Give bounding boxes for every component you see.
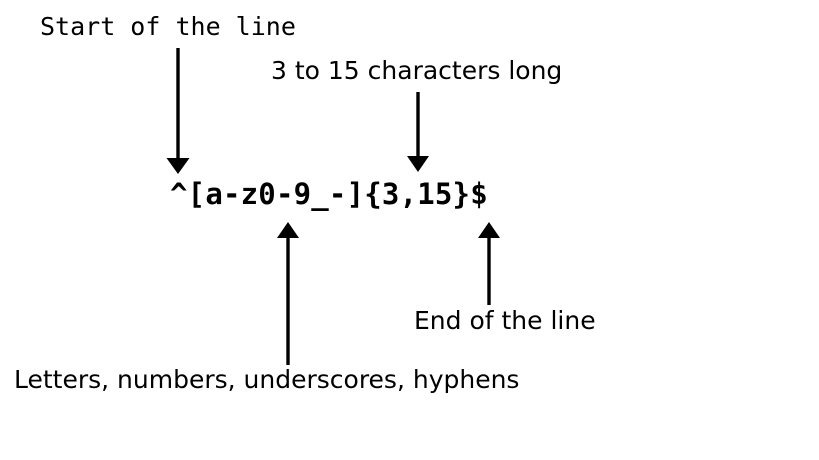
annotation-label-character-class: Letters, numbers, underscores, hyphens: [14, 365, 520, 394]
regex-pattern-text: ^[a-z0-9_-]{3,15}$: [170, 177, 488, 211]
arrow-down-length-quantifier: [407, 92, 429, 172]
annotation-label-end-of-line: End of the line: [414, 306, 596, 335]
arrow-up-character-class: [277, 222, 299, 365]
annotation-label-start-of-line: Start of the line: [40, 12, 296, 41]
arrow-up-end-of-line: [478, 222, 500, 305]
annotation-label-length-quantifier: 3 to 15 characters long: [271, 56, 563, 85]
arrow-down-start-of-line: [166, 48, 190, 174]
clipped-left-fragment: :: [0, 367, 3, 397]
